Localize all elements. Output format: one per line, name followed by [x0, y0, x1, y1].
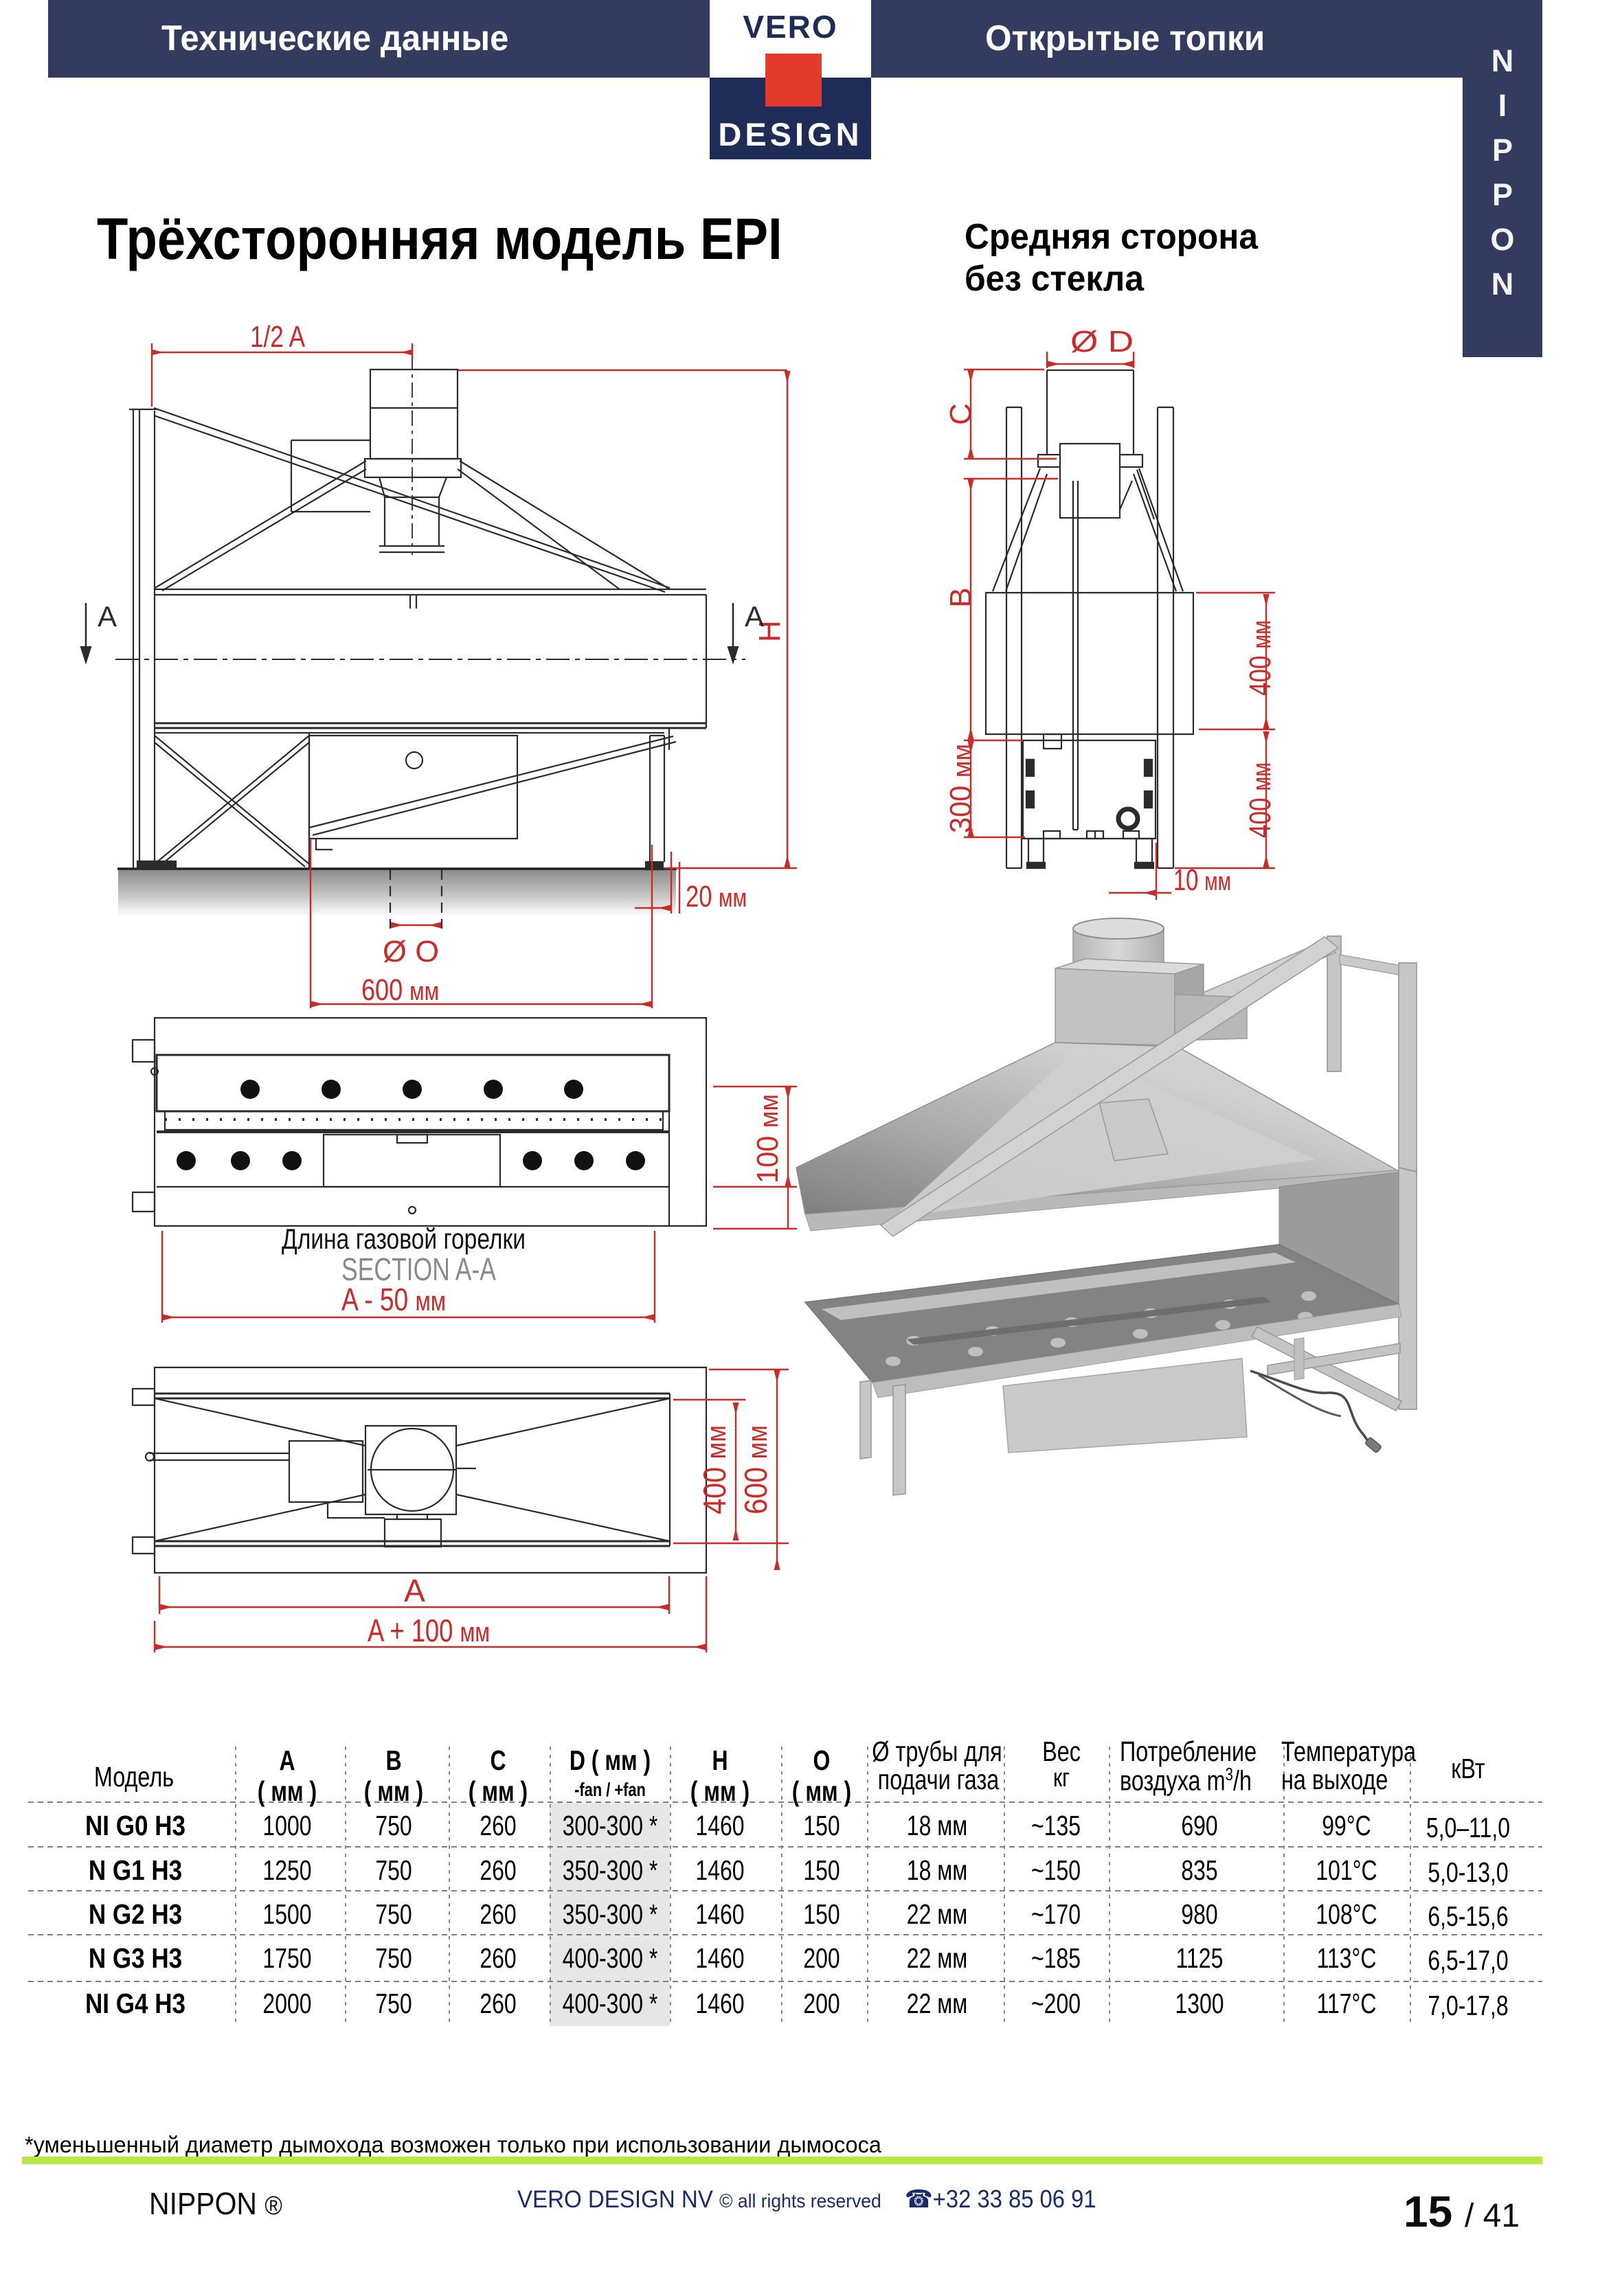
svg-text:100 мм: 100 мм: [751, 1094, 785, 1183]
svg-text:Длина газовой горелки: Длина газовой горелки: [282, 1223, 526, 1255]
svg-text:A + 100 мм: A + 100 мм: [368, 1613, 490, 1648]
svg-text:C: C: [944, 403, 978, 425]
svg-text:A: A: [98, 600, 117, 633]
svg-text:SECTION A-A: SECTION A-A: [341, 1251, 496, 1287]
svg-text:400 мм: 400 мм: [697, 1425, 732, 1514]
svg-text:400 мм: 400 мм: [1243, 762, 1277, 838]
svg-text:10 мм: 10 мм: [1173, 863, 1231, 897]
svg-text:A: A: [404, 1573, 425, 1609]
svg-text:A - 50 мм: A - 50 мм: [341, 1282, 446, 1317]
svg-text:A: A: [745, 600, 764, 633]
svg-text:Ø O: Ø O: [383, 935, 439, 968]
svg-text:H: H: [753, 620, 787, 642]
svg-text:B: B: [944, 587, 978, 607]
svg-text:400 мм: 400 мм: [1243, 620, 1277, 696]
svg-text:Ø D: Ø D: [1070, 325, 1134, 359]
svg-text:20 мм: 20 мм: [686, 880, 747, 913]
svg-text:1/2 A: 1/2 A: [250, 320, 306, 354]
svg-text:600 мм: 600 мм: [738, 1425, 774, 1514]
svg-text:300 мм: 300 мм: [944, 744, 978, 833]
svg-text:600 мм: 600 мм: [361, 973, 439, 1007]
